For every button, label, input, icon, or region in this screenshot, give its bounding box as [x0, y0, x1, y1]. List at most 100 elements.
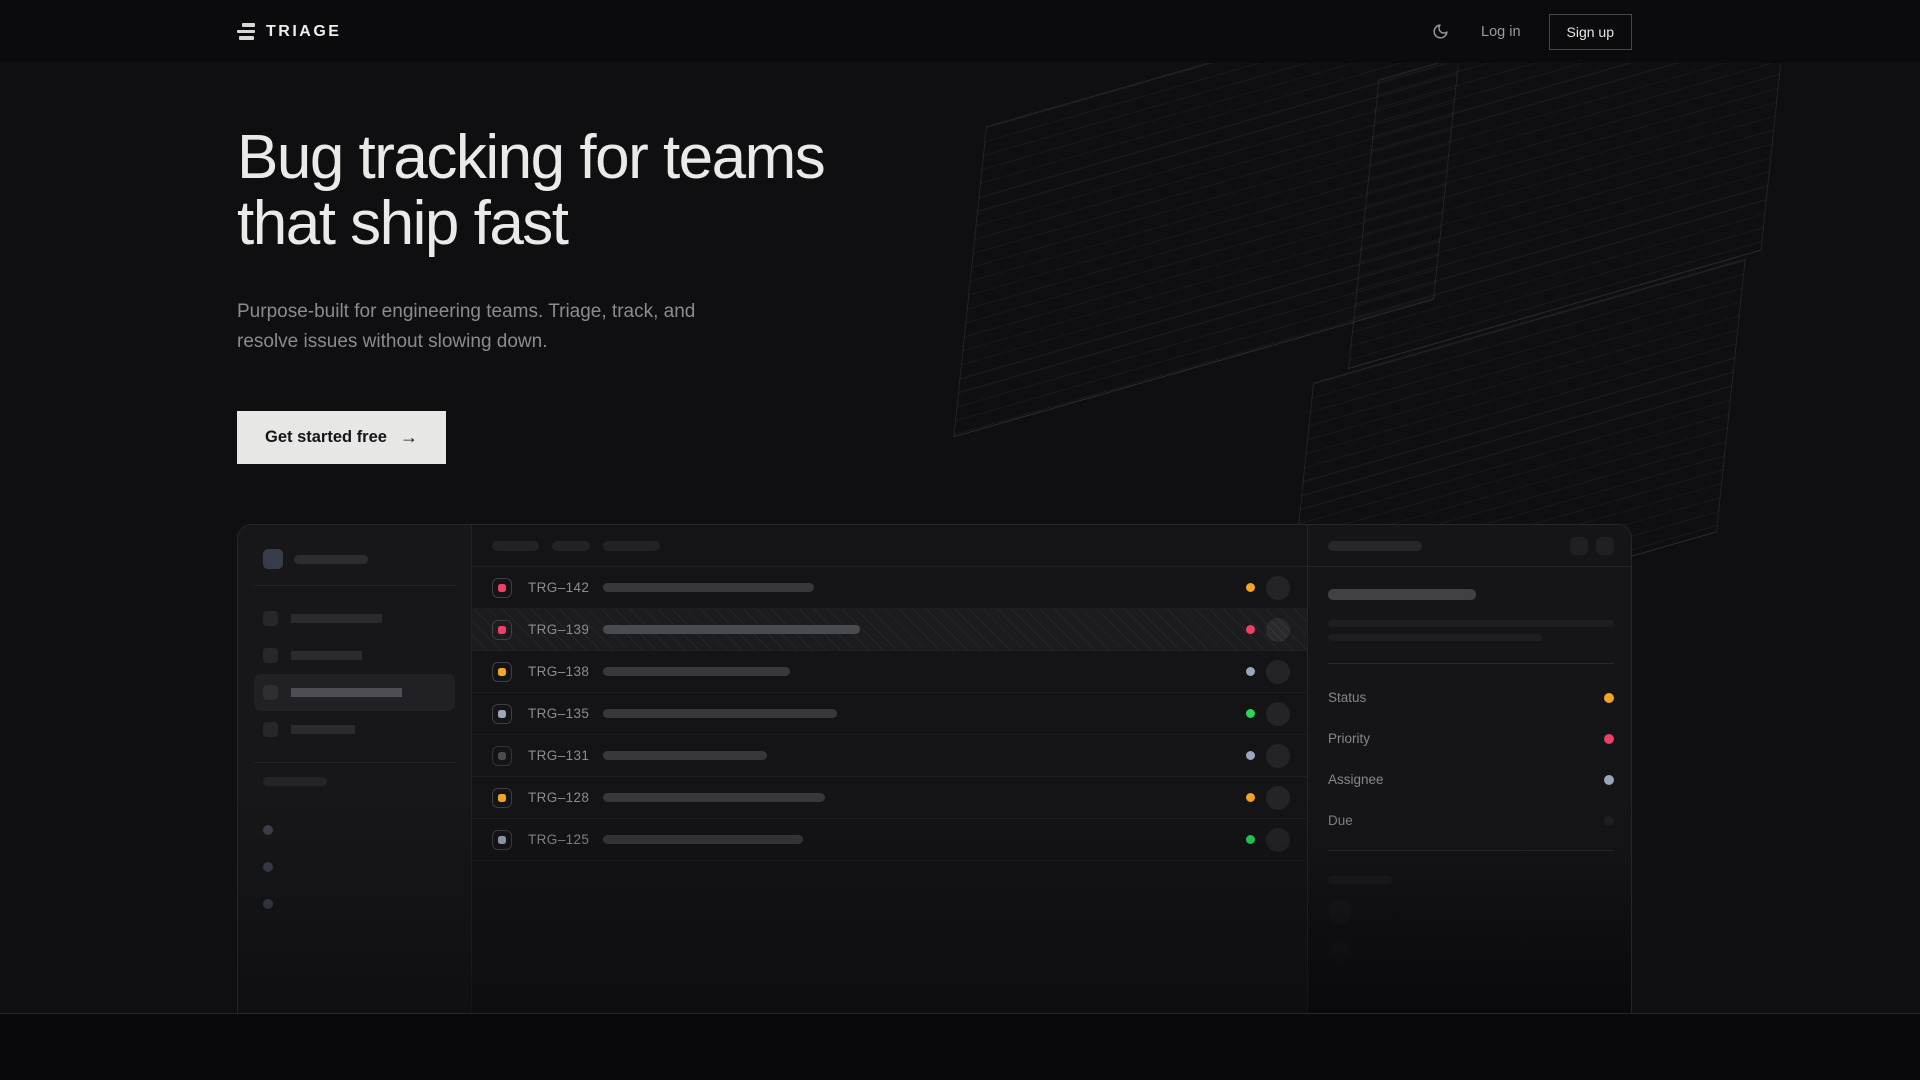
mockup-sidebar-nav — [254, 586, 455, 748]
mockup-nav-item — [254, 600, 455, 637]
get-started-button[interactable]: Get started free → — [237, 411, 446, 464]
skeleton-bar — [603, 835, 803, 844]
mockup-nav-item-active — [254, 674, 455, 711]
assignee-avatar — [1266, 701, 1290, 726]
property-row-priority: Priority — [1328, 731, 1614, 746]
skeleton-bar — [603, 667, 790, 676]
subtitle-line-2: resolve issues without slowing down. — [237, 331, 548, 352]
skeleton-bar — [1328, 589, 1476, 600]
skeleton-line — [1328, 634, 1542, 641]
assignee-avatar — [1266, 659, 1290, 684]
issue-row: TRG–142 — [472, 567, 1307, 609]
skeleton-bar — [291, 651, 362, 660]
brand-logo: TRIAGE — [237, 23, 341, 41]
footer-strip — [0, 1013, 1920, 1080]
skeleton-bar — [603, 625, 860, 634]
issue-type-icon — [492, 661, 512, 682]
skeleton-tab — [492, 540, 539, 551]
moon-icon — [1433, 24, 1448, 39]
divider — [254, 762, 455, 763]
issue-id: TRG–142 — [528, 580, 590, 595]
status-dot — [1246, 667, 1255, 676]
mockup-issue-list: TRG–142 TRG–139 TRG–138 TRG–135 — [472, 525, 1307, 1013]
issue-row: TRG–125 — [472, 819, 1307, 861]
title-line-2: that ship fast — [237, 189, 569, 258]
issue-type-icon — [492, 619, 512, 640]
issue-id: TRG–138 — [528, 664, 590, 679]
issue-id: TRG–125 — [528, 832, 590, 847]
issue-row: TRG–128 — [472, 777, 1307, 819]
mockup-workspace-switcher — [254, 543, 455, 586]
skeleton-bar — [291, 688, 402, 697]
cta-label: Get started free — [265, 428, 387, 446]
issue-row: TRG–138 — [472, 651, 1307, 693]
skeleton-line — [1328, 620, 1614, 627]
status-dot — [1246, 835, 1255, 844]
divider — [1328, 850, 1614, 851]
title-line-1: Bug tracking for teams — [237, 123, 826, 192]
workspace-avatar — [263, 549, 283, 569]
nav-actions: Log in Sign up — [1428, 13, 1632, 50]
member-dot — [263, 825, 273, 835]
mockup-nav-item — [254, 637, 455, 674]
nav-placeholder-icon — [263, 648, 278, 663]
priority-dot — [1604, 733, 1614, 744]
app-mockup: TRG–142 TRG–139 TRG–138 TRG–135 — [237, 524, 1632, 1013]
property-row-assignee: Assignee — [1328, 772, 1614, 787]
nav-placeholder-icon — [263, 611, 278, 626]
assignee-dot — [1604, 774, 1614, 785]
theme-toggle-button[interactable] — [1428, 19, 1453, 44]
login-link[interactable]: Log in — [1481, 23, 1521, 40]
comment-avatar-placeholder — [1328, 940, 1352, 964]
panel-header — [1308, 525, 1631, 567]
brand-name: TRIAGE — [266, 22, 342, 40]
skeleton-bar — [294, 554, 368, 564]
issue-id: TRG–135 — [528, 706, 590, 721]
status-dot — [1246, 583, 1255, 592]
issue-id: TRG–131 — [528, 748, 590, 763]
status-dot — [1246, 793, 1255, 802]
issue-type-icon — [492, 829, 512, 850]
divider — [1328, 663, 1614, 664]
issue-id: TRG–139 — [528, 622, 590, 637]
mockup-sidebar — [238, 525, 472, 1013]
issue-id: TRG–128 — [528, 790, 590, 805]
property-label: Assignee — [1328, 772, 1384, 787]
nav-placeholder-icon — [263, 685, 278, 700]
skeleton-bar — [603, 709, 837, 718]
arrow-right-icon: → — [399, 427, 418, 447]
status-dot — [1246, 751, 1255, 760]
issue-type-icon — [492, 703, 512, 724]
skeleton-bar — [291, 725, 355, 734]
mockup-nav-item — [254, 711, 455, 748]
assignee-avatar — [1266, 743, 1290, 768]
status-dot — [1604, 692, 1614, 703]
issue-type-icon — [492, 787, 512, 808]
member-dot — [263, 862, 273, 872]
panel-action-placeholder — [1596, 536, 1614, 555]
mockup-detail-panel: Status Priority Assignee Due — [1307, 525, 1631, 1013]
skeleton-tab — [552, 540, 590, 551]
hero-subtitle: Purpose-built for engineering teams. Tri… — [237, 297, 1632, 357]
page-title: Bug tracking for teams that ship fast — [237, 125, 1632, 257]
signup-button[interactable]: Sign up — [1548, 13, 1632, 50]
skeleton-bar — [1328, 876, 1392, 884]
assignee-avatar — [1266, 575, 1290, 600]
top-navigation: TRIAGE Log in Sign up — [0, 0, 1920, 63]
skeleton-tab — [603, 540, 660, 551]
property-row-due: Due — [1328, 813, 1614, 828]
skeleton-bar — [1328, 540, 1422, 551]
property-row-status: Status — [1328, 690, 1614, 705]
due-dot — [1604, 815, 1614, 826]
skeleton-bar — [603, 793, 825, 802]
issue-row: TRG–131 — [472, 735, 1307, 777]
assignee-avatar — [1266, 617, 1290, 642]
skeleton-bar — [603, 583, 814, 592]
mockup-list-header — [472, 525, 1307, 567]
status-dot — [1246, 709, 1255, 718]
property-label: Priority — [1328, 731, 1371, 746]
mockup-member-dots — [254, 786, 455, 909]
issue-type-icon — [492, 745, 512, 766]
subtitle-line-1: Purpose-built for engineering teams. Tri… — [237, 301, 696, 322]
skeleton-bar — [291, 614, 382, 623]
